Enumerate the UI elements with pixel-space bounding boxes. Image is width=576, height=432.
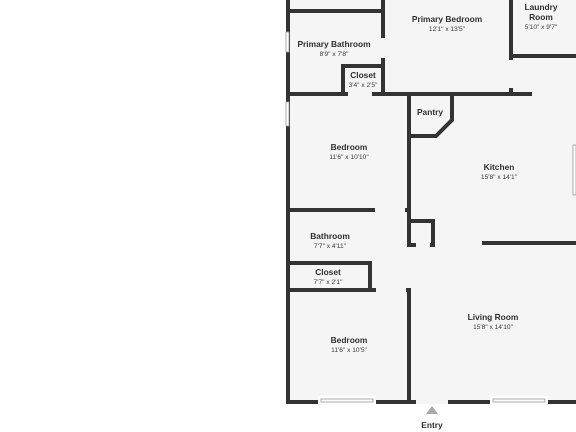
room-dimensions: 15'8" x 14'1": [481, 174, 518, 181]
room-label-laundry-room: Laundry Room 5'10" x 9'7": [524, 2, 557, 31]
triangle-up-icon: [426, 406, 438, 414]
entry-label: Entry: [421, 420, 443, 430]
room-label-primary-bedroom: Primary Bedroom 12'1" x 13'5": [412, 14, 482, 33]
room-name: Pantry: [417, 107, 443, 117]
room-name-line-2: Room: [529, 12, 553, 22]
room-dimensions: 15'8" x 14'10": [473, 324, 513, 331]
room-dimensions: 12'1" x 13'5": [429, 26, 466, 33]
room-label-bedroom-upper: Bedroom 11'6" x 10'10": [329, 142, 369, 161]
room-dimensions: 3'4" x 2'5": [349, 82, 378, 89]
room-dimensions: 7'7" x 2'1": [314, 279, 343, 286]
room-label-bedroom-lower: Bedroom 11'6" x 10'5": [331, 335, 368, 354]
room-label-bathroom: Bathroom 7'7" x 4'11": [310, 231, 350, 250]
room-dimensions: 7'7" x 4'11": [314, 243, 347, 250]
room-label-living-room: Living Room 15'8" x 14'10": [468, 312, 519, 331]
room-name: Bathroom: [310, 231, 350, 241]
room-name: Primary Bedroom: [412, 14, 482, 24]
room-dimensions: 11'6" x 10'10": [329, 154, 369, 161]
room-label-closet-lower: Closet 7'7" x 2'1": [314, 267, 343, 286]
room-dimensions: 8'9" x 7'8": [320, 51, 349, 58]
room-name: Closet: [315, 267, 341, 277]
window: [492, 398, 546, 403]
window: [285, 101, 290, 127]
room-name: Bedroom: [331, 335, 368, 345]
window: [285, 31, 290, 53]
room-label-primary-bathroom: Primary Bathroom 8'9" x 7'8": [297, 39, 370, 58]
room-name: Kitchen: [484, 162, 515, 172]
room-dimensions: 11'6" x 10'5": [331, 347, 367, 354]
outer-wall: [286, 0, 576, 404]
room-name-line-1: Laundry: [524, 2, 557, 12]
window: [572, 144, 576, 196]
room-name: Primary Bathroom: [297, 39, 370, 49]
window: [320, 398, 374, 403]
floor-area: [288, 0, 576, 402]
room-name: Bedroom: [331, 142, 368, 152]
room-label-closet-top: Closet 3'4" x 2'5": [349, 70, 378, 89]
room-label-kitchen: Kitchen 15'8" x 14'1": [481, 162, 518, 181]
room-dimensions: 5'10" x 9'7": [525, 24, 558, 31]
room-name: Closet: [350, 70, 376, 80]
room-name: Living Room: [468, 312, 519, 322]
windows: [285, 31, 576, 403]
entry-marker: Entry: [421, 406, 443, 430]
room-label-pantry: Pantry: [417, 107, 443, 117]
